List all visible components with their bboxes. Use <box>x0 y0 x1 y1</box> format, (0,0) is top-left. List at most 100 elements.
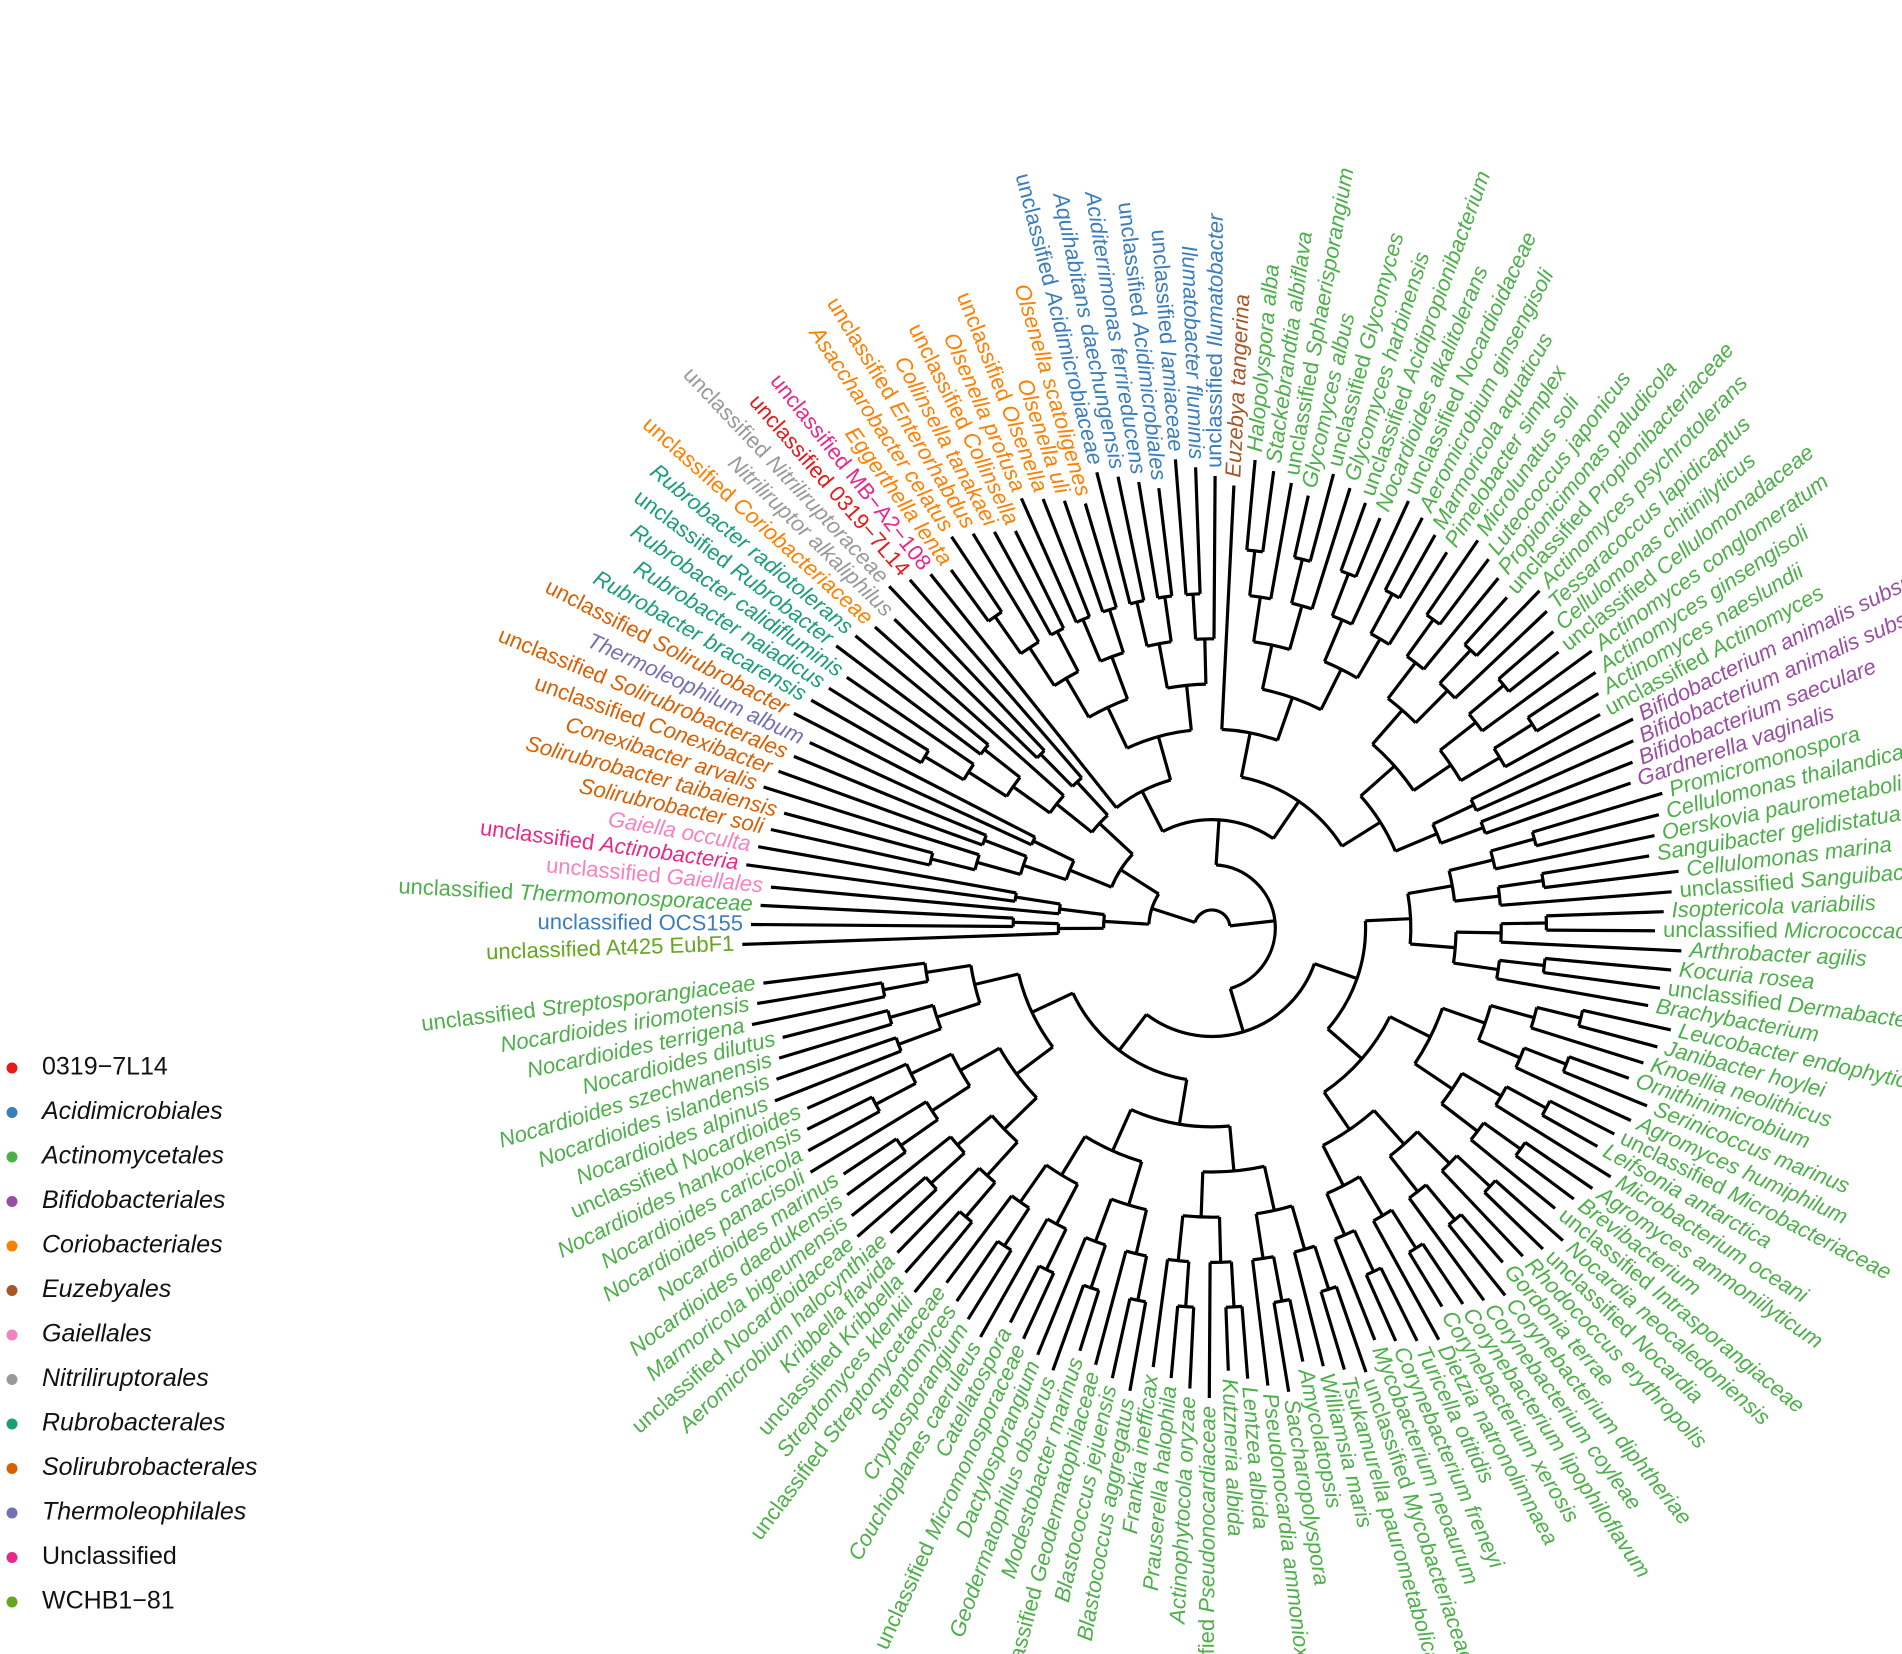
tip-label-2: unclassified Thermomonosporaceae <box>398 873 753 916</box>
branch-edge-393 <box>913 1220 974 1294</box>
branch-arc-345 <box>1177 1304 1194 1309</box>
branch-edge-53 <box>983 748 1021 779</box>
branch-edge-21 <box>1069 868 1113 889</box>
legend-dot-7 <box>6 1374 18 1385</box>
branch-arc-434 <box>880 982 887 998</box>
branch-edge-29 <box>770 827 931 867</box>
legend-label-12: WCHB1−81 <box>42 1587 175 1615</box>
branch-arc-377 <box>1010 1194 1030 1210</box>
branch-edge-437 <box>763 961 926 985</box>
branch-edge-215 <box>1531 791 1663 834</box>
branch-arc-356 <box>1129 1297 1146 1304</box>
branch-edge-50 <box>810 698 923 765</box>
branch-arc-70 <box>1115 778 1172 810</box>
branch-edge-362 <box>1089 1244 1108 1289</box>
branch-edge-376 <box>1018 1164 1048 1203</box>
branch-arc-104 <box>1129 599 1145 606</box>
branch-arc-73 <box>1126 728 1192 750</box>
tip-label-name: Pseudonocardiaceae <box>1194 1406 1220 1613</box>
tree-branches <box>742 459 1682 1399</box>
branch-arc-246 <box>1477 1005 1493 1041</box>
branch-edge-220 <box>1498 879 1544 889</box>
branch-edge-353 <box>1134 1209 1149 1255</box>
branch-edge-82 <box>949 568 990 623</box>
branch-edge-35 <box>793 754 987 837</box>
branch-edge-247 <box>1490 1004 1535 1020</box>
legend-dot-9 <box>6 1463 18 1474</box>
branch-edge-71 <box>929 573 1118 809</box>
branch-edge-46 <box>967 770 1008 798</box>
branch-edge-351 <box>1127 1161 1144 1206</box>
branch-arc-108 <box>1157 594 1172 600</box>
branch-edge-57 <box>873 625 1065 797</box>
branch-edge-236 <box>1499 958 1545 968</box>
branch-edge-106 <box>1116 476 1146 601</box>
branch-edge-123 <box>1275 697 1294 741</box>
branch-arc-92 <box>1075 615 1091 624</box>
branch-edge-409 <box>846 1150 907 1197</box>
branch-edge-311 <box>1117 1013 1148 1052</box>
branch-edge-414 <box>875 1081 917 1106</box>
branch-edge-31 <box>763 785 980 857</box>
branch-edge-324 <box>1319 1291 1346 1371</box>
branch-arc-242 <box>1323 1015 1392 1094</box>
branch-edge-131 <box>1245 459 1257 551</box>
branch-edge-333 <box>1199 1171 1205 1218</box>
branch-edge-192 <box>1504 713 1601 769</box>
branch-edge-342 <box>1176 1215 1185 1261</box>
branch-edge-169 <box>1422 577 1500 671</box>
branch-edge-32 <box>983 838 1028 858</box>
branch-arc-237 <box>1541 958 1547 973</box>
branch-edge-371 <box>1044 1228 1068 1271</box>
branch-edge-181 <box>1468 683 1505 716</box>
branch-edge-93 <box>1019 497 1078 623</box>
branch-edge-402 <box>850 1135 952 1217</box>
branch-edge-201 <box>1480 760 1634 824</box>
branch-edge-431 <box>925 963 972 974</box>
legend-label-5: Euzebyales <box>42 1275 171 1303</box>
branch-edge-234 <box>1453 961 1499 972</box>
branch-edge-276 <box>1469 1138 1557 1210</box>
branch-edge-58 <box>1075 780 1109 817</box>
branch-edge-72 <box>1156 736 1173 781</box>
branch-edge-14 <box>770 885 1060 916</box>
branch-arc-408 <box>895 1138 907 1154</box>
branch-edge-105 <box>1095 471 1132 605</box>
branch-edge-116 <box>1194 467 1202 594</box>
branch-edge-76 <box>1064 677 1091 719</box>
tip-label-prefix: unclassified <box>993 1578 1048 1654</box>
branch-edge-306 <box>1352 1229 1376 1273</box>
branch-edge-62 <box>893 618 1039 760</box>
branch-arc-137 <box>1294 555 1311 563</box>
branch-edge-25 <box>976 860 1021 876</box>
branch-arc-316 <box>1202 1164 1265 1174</box>
branch-edge-197 <box>1470 717 1634 801</box>
legend-dot-3 <box>6 1196 18 1207</box>
branch-edge-52 <box>845 675 975 766</box>
branch-edge-138 <box>1292 495 1310 558</box>
branch-edge-270 <box>1440 1102 1479 1133</box>
legend-label-4: Coriobacteriales <box>42 1231 223 1259</box>
branch-edge-159 <box>1359 764 1396 798</box>
branch-arc-343 <box>1167 1257 1189 1264</box>
branch-edge-99 <box>1185 685 1193 731</box>
branch-edge-259 <box>1562 1070 1648 1108</box>
branch-edge-195 <box>1432 803 1475 826</box>
branch-edge-202 <box>1484 781 1632 835</box>
branch-edge-239 <box>1543 971 1661 990</box>
branch-arc-28 <box>928 852 935 866</box>
branch-edge-30 <box>783 811 934 855</box>
branch-edge-44 <box>1012 785 1051 815</box>
tip-label-38: unclassified Ilumatobacter <box>1201 212 1228 468</box>
branch-edge-373 <box>1022 1272 1056 1340</box>
branch-edge-347 <box>1169 1305 1180 1379</box>
branch-edge-125 <box>1260 644 1274 690</box>
branch-edge-331 <box>1272 1302 1291 1392</box>
branch-edge-170 <box>1414 689 1449 724</box>
branch-edge-42 <box>1055 802 1093 834</box>
branch-edge-323 <box>1334 1286 1368 1373</box>
tip-label-name: At425 EubF1 <box>605 931 734 960</box>
branch-arc-81 <box>987 610 1003 623</box>
branch-edge-290 <box>1424 1183 1457 1221</box>
branch-edge-185 <box>1481 649 1593 733</box>
